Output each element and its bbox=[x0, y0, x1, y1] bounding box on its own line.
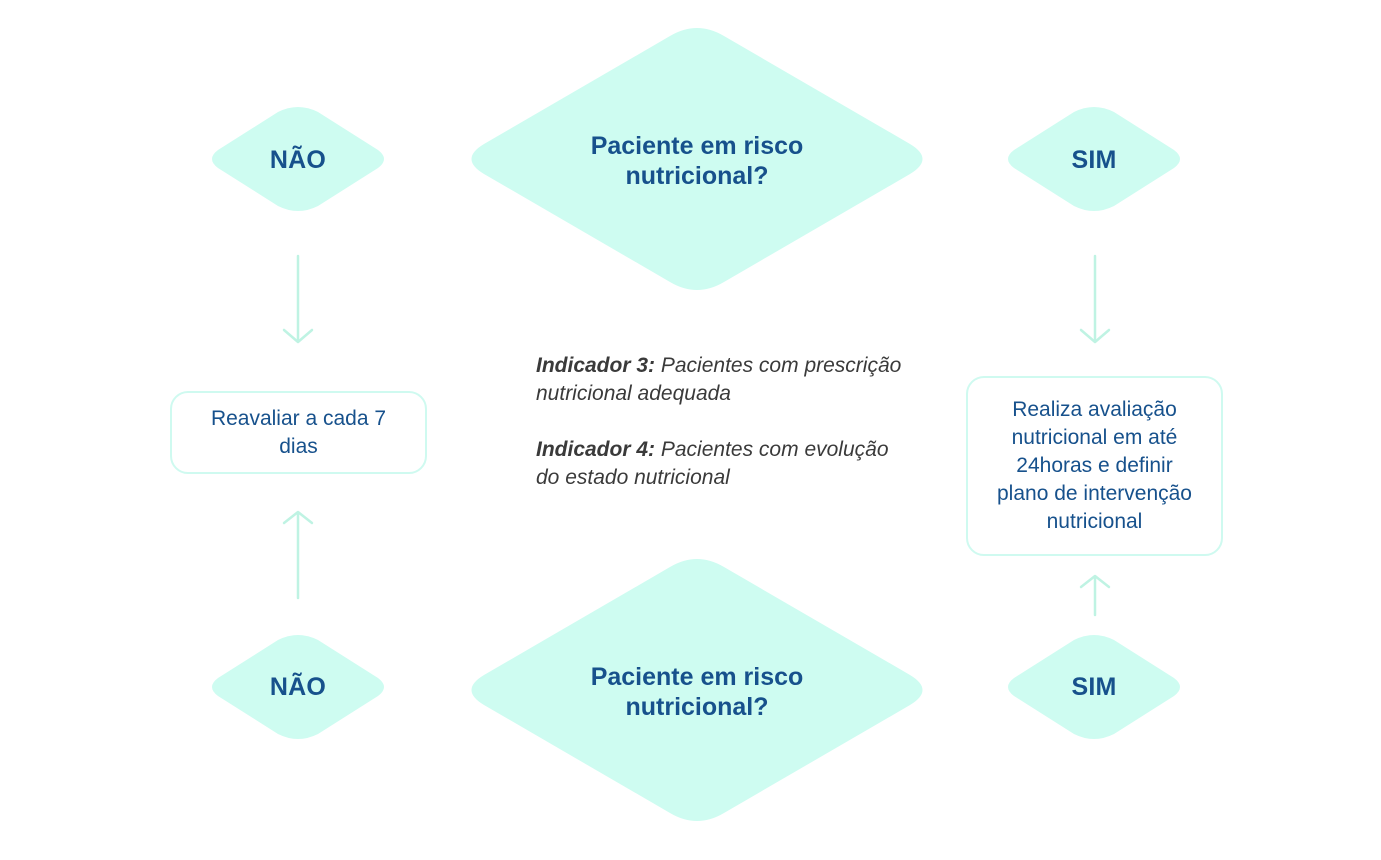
no-diamond-bottom bbox=[212, 635, 384, 739]
indicator-4: Indicador 4: Pacientes com evolução do e… bbox=[536, 436, 916, 492]
arrow-up-left bbox=[282, 510, 314, 600]
yes-diamond-top bbox=[1008, 107, 1180, 211]
arrow-down-left bbox=[282, 254, 314, 344]
no-label-top: NÃO bbox=[269, 146, 327, 174]
yes-label-bottom: SIM bbox=[1071, 673, 1117, 701]
no-diamond-top bbox=[212, 107, 384, 211]
assessment-box: Realiza avaliação nutricional em até 24h… bbox=[966, 376, 1223, 556]
arrow-down-right bbox=[1079, 254, 1111, 344]
indicator-3: Indicador 3: Pacientes com prescrição nu… bbox=[536, 352, 916, 408]
indicator-3-text: Pacientes com prescrição nutricional ade… bbox=[536, 354, 902, 405]
question-diamond-bottom bbox=[471, 559, 923, 821]
indicator-4-label: Indicador 4: bbox=[536, 438, 656, 461]
yes-label-top: SIM bbox=[1071, 146, 1117, 174]
yes-diamond-bottom bbox=[1008, 635, 1180, 739]
question-label-top: Paciente em risco nutricional? bbox=[590, 132, 804, 190]
indicator-4-text: Pacientes com evolução do estado nutrici… bbox=[536, 438, 889, 489]
no-label-bottom: NÃO bbox=[269, 673, 327, 701]
indicators-list: Indicador 3: Pacientes com prescrição nu… bbox=[536, 352, 916, 520]
question-label-bottom: Paciente em risco nutricional? bbox=[590, 663, 804, 721]
arrow-up-right bbox=[1079, 574, 1111, 617]
question-diamond-top bbox=[471, 28, 923, 290]
reassess-box: Reavaliar a cada 7 dias bbox=[170, 391, 427, 474]
indicator-3-label: Indicador 3: bbox=[536, 354, 656, 377]
